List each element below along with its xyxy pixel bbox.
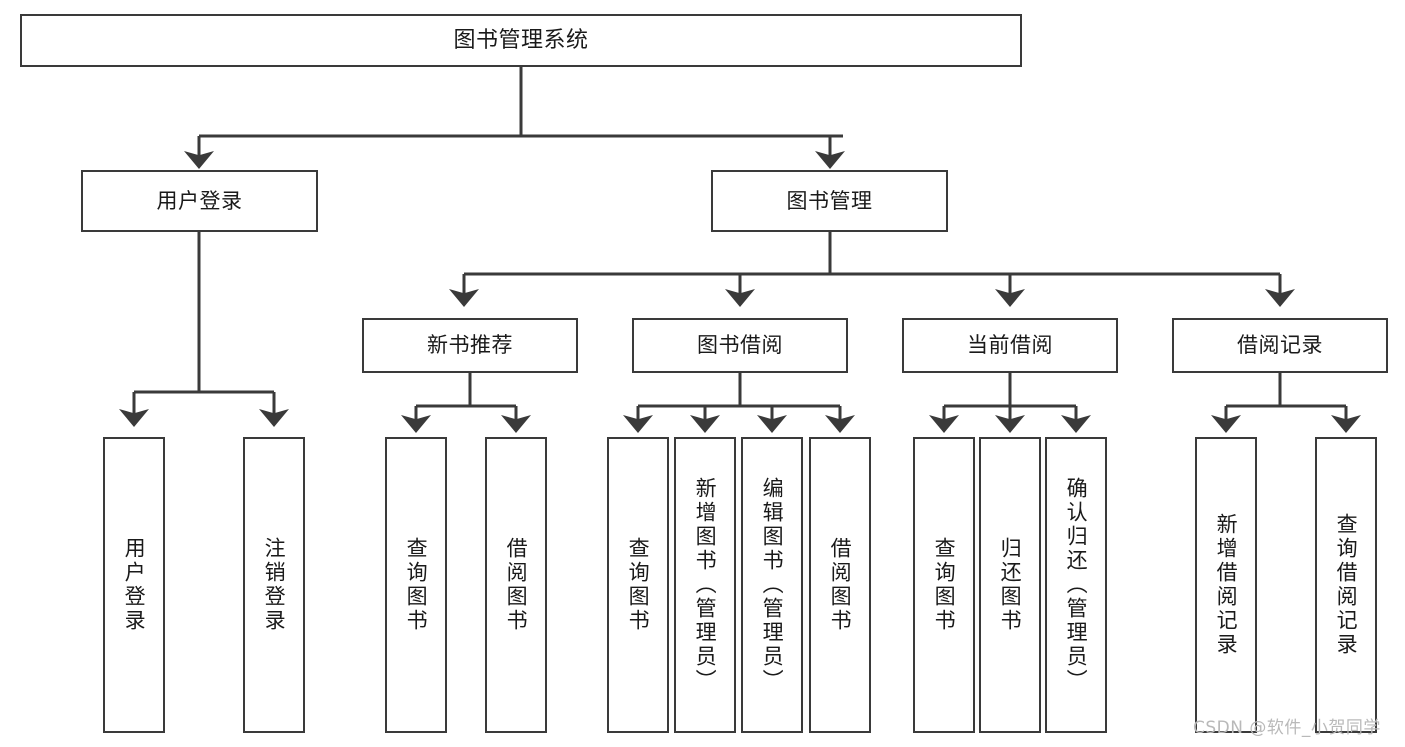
leaf-current-borrow-query[interactable]: 查询图书 [913, 437, 975, 733]
node-label: 注销登录 [262, 537, 287, 633]
leaf-new-book-borrow[interactable]: 借阅图书 [485, 437, 547, 733]
node-user-login[interactable]: 用户登录 [81, 170, 318, 232]
leaf-current-borrow-return[interactable]: 归还图书 [979, 437, 1041, 733]
node-book-borrow[interactable]: 图书借阅 [632, 318, 848, 373]
leaf-current-borrow-confirm-return[interactable]: 确认归还（管理员） [1045, 437, 1107, 733]
leaf-user-login-logout[interactable]: 注销登录 [243, 437, 305, 733]
node-label: 用户登录 [122, 537, 147, 633]
node-label: 借阅图书 [504, 537, 529, 633]
leaf-book-borrow-query[interactable]: 查询图书 [607, 437, 669, 733]
node-label: 新书推荐 [427, 333, 513, 358]
leaf-book-borrow-borrow[interactable]: 借阅图书 [809, 437, 871, 733]
node-new-book-recommend[interactable]: 新书推荐 [362, 318, 578, 373]
node-root-book-management-system[interactable]: 图书管理系统 [20, 14, 1022, 67]
csdn-watermark: CSDN @软件_小贺同学 [1193, 718, 1381, 738]
node-label: 归还图书 [998, 537, 1023, 633]
node-label: 图书管理 [786, 188, 873, 213]
node-label: 新增借阅记录 [1214, 513, 1239, 657]
node-label: 查询图书 [404, 537, 429, 633]
leaf-book-borrow-edit[interactable]: 编辑图书（管理员） [741, 437, 803, 733]
leaf-book-borrow-add[interactable]: 新增图书（管理员） [674, 437, 736, 733]
node-label: 查询借阅记录 [1334, 513, 1359, 657]
leaf-user-login-login[interactable]: 用户登录 [103, 437, 165, 733]
node-label: 新增图书（管理员） [693, 477, 718, 693]
node-label: 查询图书 [626, 537, 651, 633]
node-label: 确认归还（管理员） [1064, 477, 1089, 693]
node-label: 编辑图书（管理员） [760, 477, 785, 693]
leaf-borrow-record-add[interactable]: 新增借阅记录 [1195, 437, 1257, 733]
node-current-borrow[interactable]: 当前借阅 [902, 318, 1118, 373]
node-borrow-record[interactable]: 借阅记录 [1172, 318, 1388, 373]
node-label: 图书管理系统 [453, 27, 589, 53]
node-label: 当前借阅 [967, 333, 1053, 358]
node-label: 借阅记录 [1237, 333, 1323, 358]
node-label: 借阅图书 [828, 537, 853, 633]
leaf-borrow-record-query[interactable]: 查询借阅记录 [1315, 437, 1377, 733]
node-label: 用户登录 [156, 188, 243, 213]
node-book-management[interactable]: 图书管理 [711, 170, 948, 232]
node-label: 图书借阅 [697, 333, 783, 358]
leaf-new-book-query[interactable]: 查询图书 [385, 437, 447, 733]
node-label: 查询图书 [932, 537, 957, 633]
